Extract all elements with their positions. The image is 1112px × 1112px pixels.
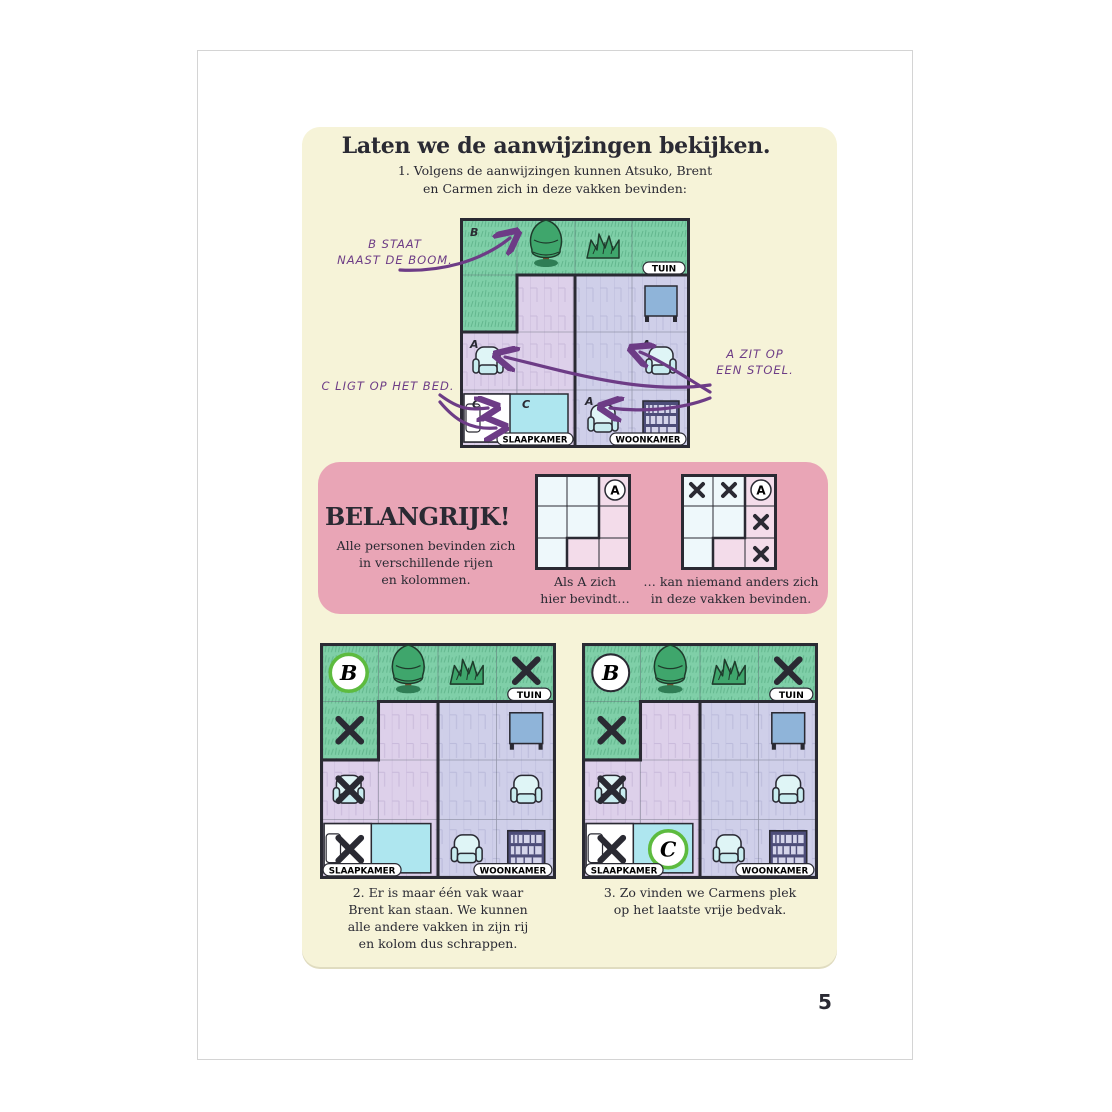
page-number: 5 [818,990,832,1014]
svg-text:WOONKAMER: WOONKAMER [616,436,681,446]
svg-text:TUIN: TUIN [779,690,804,701]
note-a: A ZIT OP EEN STOEL. [700,346,810,378]
intro-line-1: 1. Volgens de aanwijzingen kunnen Atsuko… [397,163,713,178]
step-3-line-1: 3. Zo vinden we Carmens plek [603,885,797,900]
svg-text:SLAAPKAMER: SLAAPKAMER [591,866,658,876]
important-text: Alle personen bevinden zich in verschill… [328,537,524,588]
room-label-woonkamer: WOONKAMER [473,862,553,877]
note-a-line-2: EEN STOEL. [716,363,794,377]
important-text-line-3: en kolommen. [381,572,471,587]
cross-marks [597,656,803,864]
letter-c-hint-2: C [522,398,530,411]
caption-left: Als A zich hier bevindt… [530,573,640,607]
cross-marks [335,656,541,864]
caption-right-line-2: in deze vakken bevinden. [650,591,812,606]
svg-text:TUIN: TUIN [652,265,676,275]
step-2-line-2: Brent kan staan. We kunnen [348,902,528,917]
caption-left-line-1: Als A zich [553,574,617,589]
note-a-line-1: A ZIT OP [726,347,784,361]
note-c-line-1: C LIGT OP HET BED. [321,379,455,393]
step-3-board: B C TUIN SLAAPKAMER WOONKAMER [582,643,818,879]
page-title: Laten we de aanwijzingen bekijken. [341,133,771,159]
svg-text:TUIN: TUIN [517,690,542,701]
token-b-highlighted: B [328,652,369,694]
step-2-line-3: alle andere vakken in zijn rij [347,919,529,934]
letter-a-token: A [750,479,772,501]
important-title: BELANGRIJK! [325,502,510,531]
intro-line-2: en Carmen zich in deze vakken bevinden: [423,181,687,196]
svg-text:A: A [610,484,620,498]
token-b: B [591,653,631,693]
svg-text:SLAAPKAMER: SLAAPKAMER [503,436,568,446]
important-text-line-2: in verschillende rijen [358,555,494,570]
caption-left-line-2: hier bevindt… [540,591,630,606]
svg-text:WOONKAMER: WOONKAMER [742,866,809,876]
svg-text:B: B [601,661,619,685]
room-label-slaapkamer: SLAAPKAMER [322,862,402,877]
note-c: C LIGT OP HET BED. [318,378,458,394]
caption-right-line-1: … kan niemand anders zich [643,574,819,589]
mini-grid-example: A [535,474,631,570]
svg-text:A: A [756,484,766,498]
letter-b-hint: B [470,226,478,239]
room-label-tuin: TUIN [769,687,814,702]
letter-a-hint-3: A [584,395,594,408]
svg-text:SLAAPKAMER: SLAAPKAMER [329,866,396,876]
room-label-woonkamer: WOONKAMER [609,432,687,446]
room-label-tuin: TUIN [507,687,552,702]
room-label-woonkamer: WOONKAMER [735,862,815,877]
step-2-line-4: en kolom dus schrappen. [358,936,518,951]
step-2-board: B TUIN SLAAPKAMER WOONKAMER [320,643,556,879]
letter-a-token: A [604,479,626,501]
letter-a-hint-1: A [469,338,479,351]
mini-grid-crossed: A [681,474,777,570]
step-2-line-1: 2. Er is maar één vak waar [352,885,524,900]
svg-text:C: C [660,837,677,861]
step-2-text: 2. Er is maar één vak waar Brent kan sta… [320,884,556,952]
cross-marks [689,482,769,562]
svg-text:B: B [339,661,357,685]
caption-right: … kan niemand anders zich in deze vakken… [640,573,822,607]
intro-text: 1. Volgens de aanwijzingen kunnen Atsuko… [370,162,740,198]
step-3-text: 3. Zo vinden we Carmens plek op het laat… [582,884,818,918]
token-c-highlighted: C [647,828,689,870]
note-b: B STAAT NAAST DE BOOM. [330,236,460,268]
note-b-line-1: B STAAT [368,237,422,251]
note-b-line-2: NAAST DE BOOM. [337,253,453,267]
important-text-line-1: Alle personen bevinden zich [336,538,516,553]
room-label-tuin: TUIN [642,261,686,275]
room-label-slaapkamer: SLAAPKAMER [584,862,664,877]
step-3-line-2: op het laatste vrije bedvak. [613,902,787,917]
svg-text:WOONKAMER: WOONKAMER [480,866,547,876]
